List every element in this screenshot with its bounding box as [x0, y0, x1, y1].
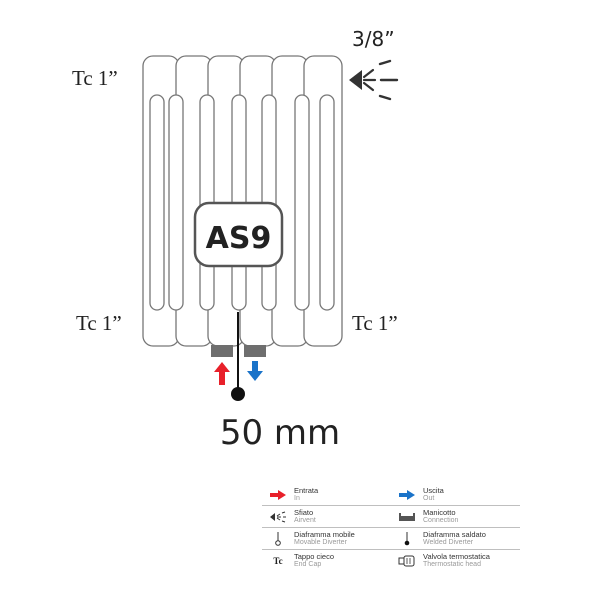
airvent-icon — [262, 506, 294, 527]
thermostatic-head-icon — [391, 550, 423, 571]
vent-size-label: 3/8” — [352, 27, 395, 51]
connection-icon — [391, 506, 423, 527]
legend-label-it: Diaframma saldato — [423, 529, 486, 539]
cap-label-top-left: Tc 1” — [72, 66, 118, 90]
legend-label-it: Diaframma mobile — [294, 529, 355, 539]
legend-label-en: Movable Diverter — [294, 538, 347, 546]
inlet-fitting — [211, 345, 233, 357]
legend-label-it: Manicotto — [423, 507, 456, 517]
end-cap-icon: Tc — [262, 550, 294, 571]
center-distance-label: 50 mm — [220, 413, 340, 453]
outlet-arrow-icon — [247, 361, 263, 381]
welded-diverter-dot — [231, 387, 245, 401]
welded-diverter-icon — [391, 528, 423, 549]
legend-label-en: In — [294, 494, 300, 502]
legend-label-en: Out — [423, 494, 435, 502]
inlet-arrow-icon — [214, 362, 230, 385]
end-cap-glyph: Tc — [273, 555, 283, 566]
cap-label-bottom-left: Tc 1” — [76, 311, 122, 335]
model-badge — [193, 201, 284, 268]
legend-label-it: Valvola termostatica — [423, 551, 490, 561]
airvent-icon — [349, 59, 399, 101]
cap-label-bottom-right: Tc 1” — [352, 311, 398, 335]
blue-arrow-icon — [391, 484, 423, 505]
radiator-diagram: AS9 3/8” Tc 1” Tc 1” Tc 1” 50 mm — [72, 27, 399, 453]
legend-label-it: Sfiato — [294, 507, 314, 517]
radiator-body — [142, 55, 343, 347]
legend-label-it: Uscita — [423, 485, 444, 495]
movable-diverter-icon — [262, 528, 294, 549]
legend-label-it: Tappo cieco — [294, 551, 335, 561]
legend-label-en: Airvent — [294, 516, 316, 524]
red-arrow-icon — [262, 484, 294, 505]
model-label: AS9 — [206, 221, 272, 256]
legend-label-it: Entrata — [294, 485, 319, 495]
legend-label-en: End Cap — [294, 560, 322, 568]
legend-label-en: Connection — [423, 516, 459, 524]
legend-label-en: Thermostatic head — [423, 560, 481, 568]
legend-label-en: Welded Diverter — [423, 538, 474, 546]
outlet-fitting — [244, 345, 266, 357]
